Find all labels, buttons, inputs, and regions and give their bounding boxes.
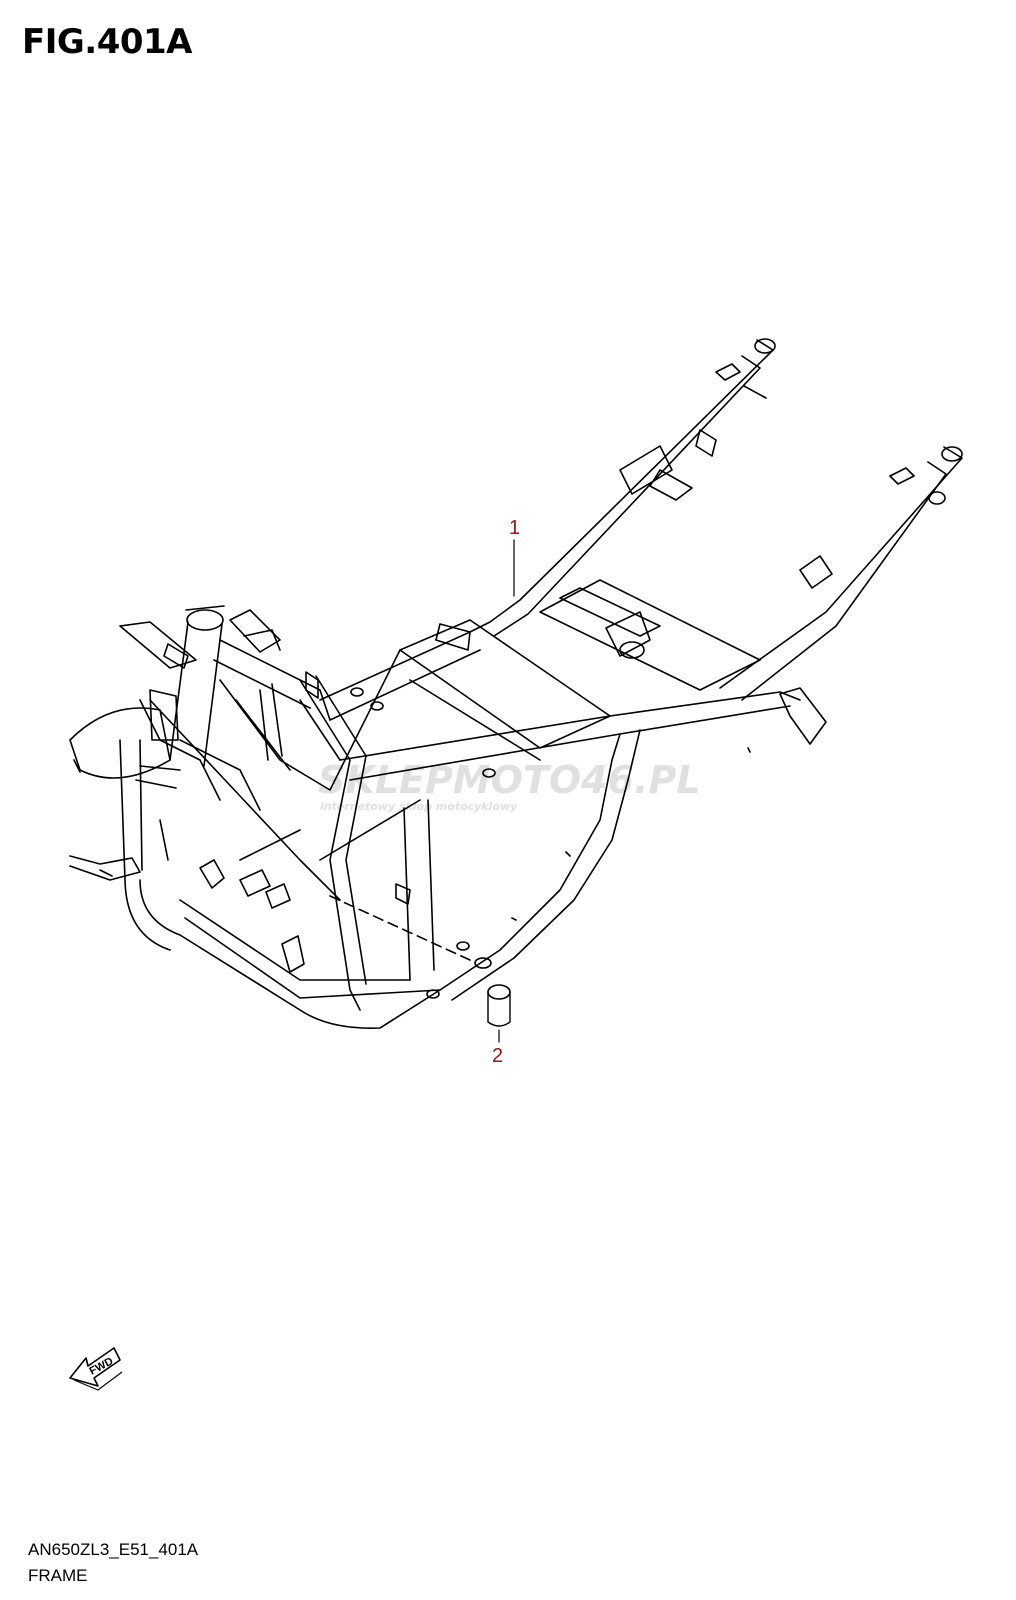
figure-code: AN650ZL3_E51_401A	[28, 1540, 199, 1559]
callout-1[interactable]: 1	[509, 517, 520, 539]
frame-assembly	[69, 338, 963, 1043]
fwd-arrow-icon: FWD	[69, 1347, 123, 1391]
watermark-sub: internetowy sklep motocyklowy	[320, 800, 518, 813]
figure-caption: FRAME	[28, 1566, 88, 1585]
svg-text:FWD: FWD	[88, 1355, 116, 1377]
callout-2[interactable]: 2	[492, 1045, 503, 1067]
figure-title: FIG.401A	[22, 22, 192, 62]
watermark: SKLEPMOTO46.PL internetowy sklep motocyk…	[318, 758, 701, 813]
watermark-main: SKLEPMOTO46.PL	[318, 758, 701, 802]
